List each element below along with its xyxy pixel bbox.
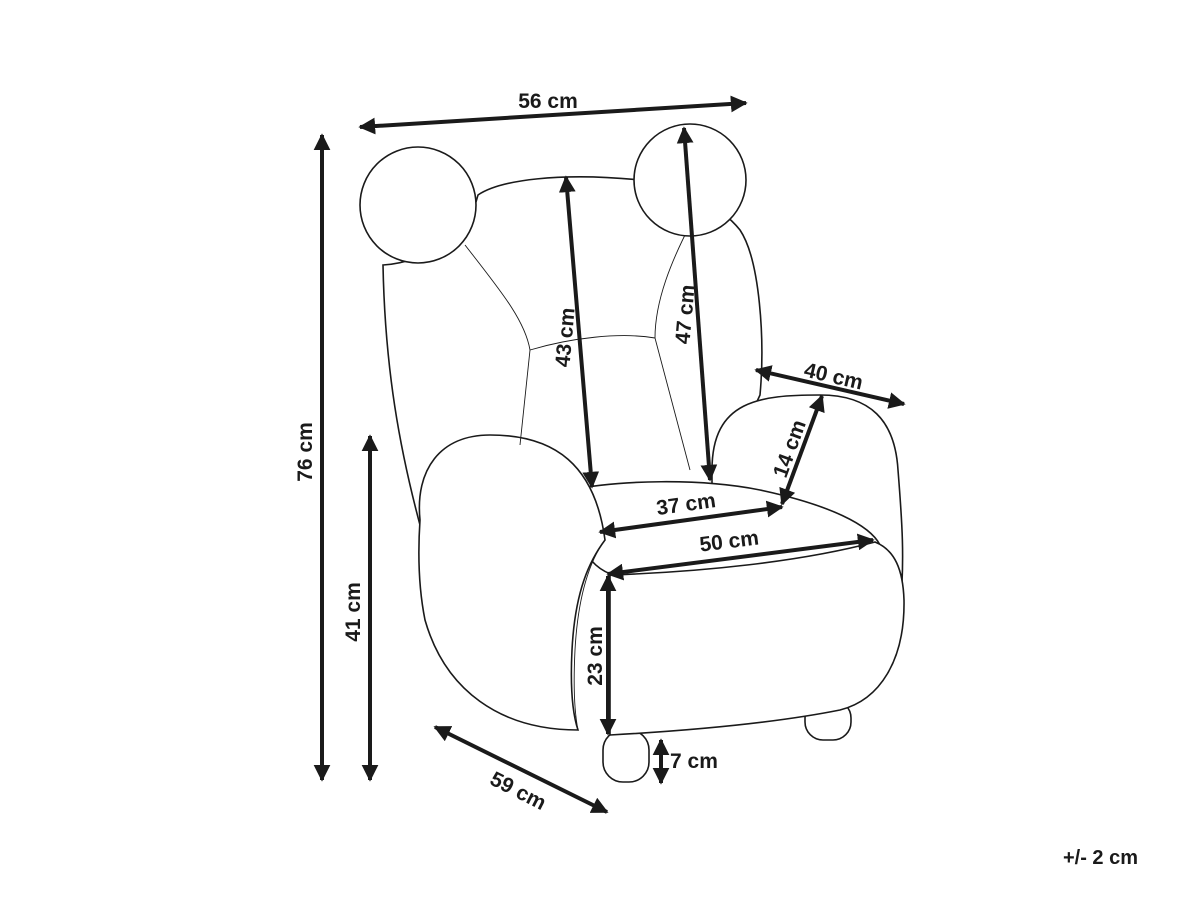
dimension-arrows	[313, 95, 906, 814]
backrest-seam	[464, 244, 531, 446]
backrest-seam	[529, 335, 691, 471]
backrest-height-arrow	[558, 175, 600, 489]
armrest-height-arrow	[779, 394, 825, 506]
depth-arrow	[433, 725, 609, 814]
left-ear-cushion	[359, 146, 477, 264]
backrest-height-label: 43 cm	[551, 307, 579, 368]
depth-label: 59 cm	[486, 767, 549, 815]
front-leg	[602, 729, 650, 783]
total-height-label: 76 cm	[294, 422, 317, 482]
leg-height-label: 7 cm	[670, 750, 718, 773]
left-armrest	[418, 434, 606, 731]
width-arrow	[358, 95, 748, 135]
armchair-drawing	[359, 123, 905, 783]
armrest-length-arrow	[754, 365, 906, 409]
seat-depth-arrow	[598, 500, 784, 539]
tolerance-note: +/- 2 cm	[1062, 847, 1138, 869]
seat-width-arrow	[606, 533, 875, 581]
width-label: 56 cm	[518, 90, 578, 113]
seat-cushion-height-label: 23 cm	[584, 626, 607, 686]
back-with-ear-label: 47 cm	[671, 284, 699, 345]
back-with-ear-arrow	[676, 126, 718, 482]
armrest-front-edge	[573, 539, 606, 731]
seat-height-label: 41 cm	[342, 582, 365, 642]
